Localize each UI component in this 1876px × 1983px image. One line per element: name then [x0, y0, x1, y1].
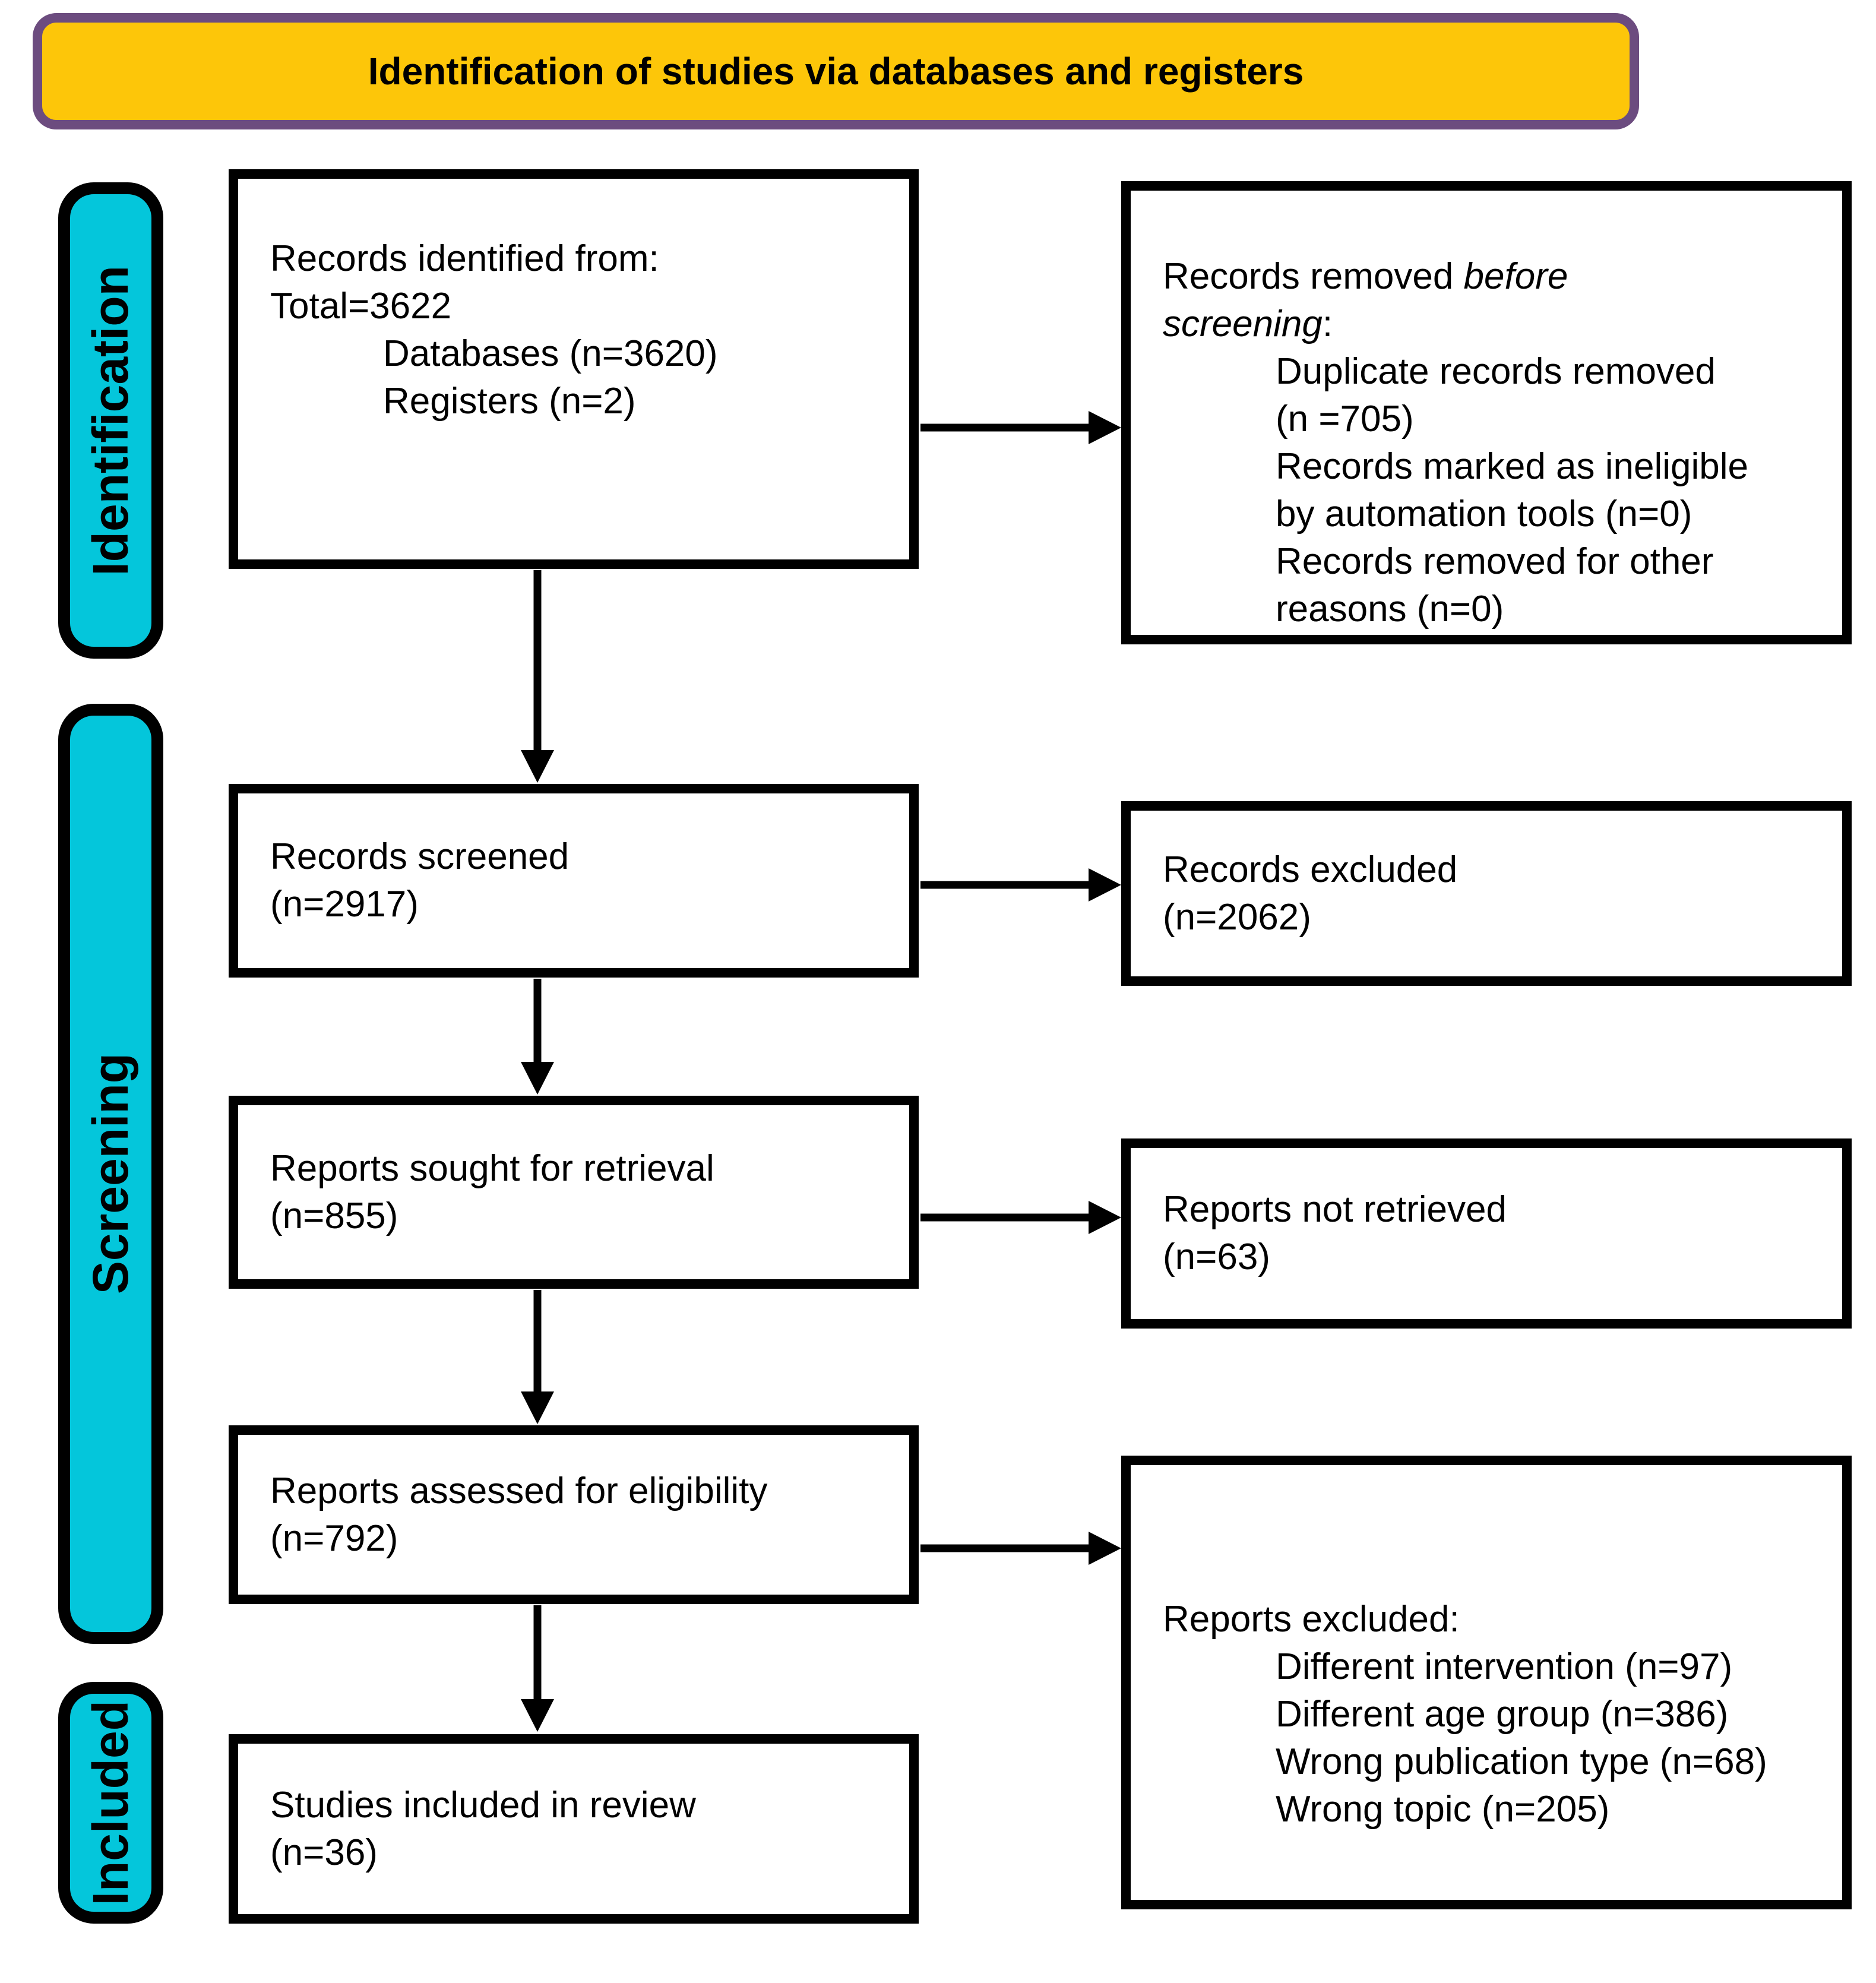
records-removed-intro-prefix: Records removed [1163, 256, 1464, 297]
records-identified-line1: Records identified from: [270, 238, 659, 279]
records-removed-intro-italic: before screening [1163, 256, 1568, 344]
records-excluded-line1: Records excluded [1163, 849, 1458, 890]
reports-assessed-line1: Reports assessed for eligibility [270, 1470, 768, 1511]
arrow-sought-to-assessed [521, 1290, 554, 1424]
reports-not-retrieved-line1: Reports not retrieved [1163, 1189, 1507, 1230]
arrow-screened-to-excluded [920, 868, 1121, 902]
stage-label-identification-text: Identification [83, 265, 138, 576]
reports-excluded-publication-type: Wrong publication type (n=68) [1276, 1741, 1767, 1782]
reports-excluded-intro: Reports excluded: [1163, 1599, 1460, 1640]
records-identified-registers: Registers (n=2) [383, 381, 636, 422]
reports-not-retrieved-count: (n=63) [1163, 1236, 1270, 1277]
arrow-identified-to-screened [521, 570, 554, 783]
stage-label-included-text: Included [83, 1700, 138, 1906]
arrow-assessed-to-included [521, 1605, 554, 1732]
header-banner: Identification of studies via databases … [33, 13, 1639, 129]
records-removed-duplicates: Duplicate records removed (n =705) [1276, 351, 1716, 439]
arrow-screened-to-sought [521, 979, 554, 1095]
records-excluded-box: Records excluded (n=2062) [1121, 801, 1852, 986]
reports-assessed-box: Reports assessed for eligibility (n=792) [229, 1425, 919, 1604]
arrow-assessed-to-reports-excluded [920, 1532, 1121, 1565]
stage-label-screening: Screening [58, 704, 163, 1644]
records-removed-intro-suffix: : [1322, 303, 1333, 344]
studies-included-line1: Studies included in review [270, 1784, 696, 1826]
records-screened-line1: Records screened [270, 836, 570, 877]
studies-included-count: (n=36) [270, 1832, 378, 1873]
stage-label-screening-text: Screening [83, 1053, 138, 1295]
records-removed-intro: Records removed before screening: [1163, 253, 1668, 348]
arrow-sought-to-not-retrieved [920, 1201, 1121, 1234]
reports-excluded-topic: Wrong topic (n=205) [1276, 1789, 1610, 1830]
records-excluded-count: (n=2062) [1163, 896, 1311, 938]
records-identified-databases: Databases (n=3620) [383, 333, 718, 374]
records-screened-box: Records screened (n=2917) [229, 784, 919, 978]
reports-sought-line1: Reports sought for retrieval [270, 1147, 714, 1189]
reports-excluded-age-group: Different age group (n=386) [1276, 1694, 1729, 1735]
studies-included-box: Studies included in review (n=36) [229, 1734, 919, 1924]
records-screened-count: (n=2917) [270, 884, 419, 925]
records-identified-total: Total=3622 [270, 286, 452, 327]
stage-label-included: Included [58, 1682, 163, 1924]
reports-excluded-box: Reports excluded: Different intervention… [1121, 1456, 1852, 1909]
records-removed-other: Records removed for other reasons (n=0) [1276, 541, 1714, 630]
stage-label-identification: Identification [58, 182, 163, 659]
records-removed-automation: Records marked as ineligible by automati… [1276, 446, 1749, 535]
diagram-title: Identification of studies via databases … [368, 50, 1304, 93]
reports-excluded-intervention: Different intervention (n=97) [1276, 1646, 1733, 1687]
records-identified-box: Records identified from: Total=3622 Data… [229, 169, 919, 569]
reports-sought-box: Reports sought for retrieval (n=855) [229, 1096, 919, 1289]
records-removed-box: Records removed before screening: Duplic… [1121, 181, 1852, 644]
arrow-identified-to-removed [920, 411, 1121, 444]
reports-sought-count: (n=855) [270, 1195, 398, 1236]
reports-assessed-count: (n=792) [270, 1517, 398, 1559]
reports-not-retrieved-box: Reports not retrieved (n=63) [1121, 1138, 1852, 1329]
